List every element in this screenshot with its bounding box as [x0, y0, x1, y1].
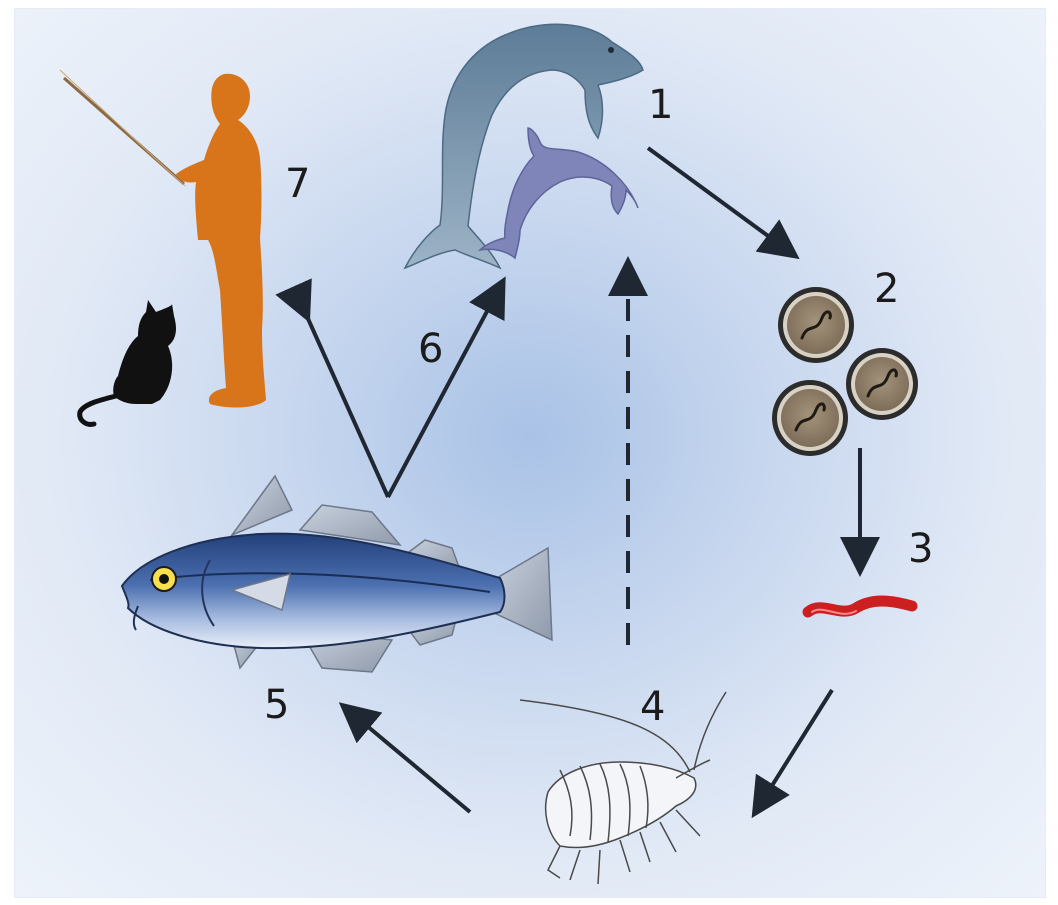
arrow-icon [348, 710, 470, 812]
dolphin-icon [405, 24, 643, 268]
arrow-icon [305, 312, 388, 497]
stage-label-2: 2 [874, 266, 899, 312]
arrows [305, 148, 860, 812]
arrow-icon [758, 690, 832, 808]
shrimp-icon [520, 692, 726, 884]
stage-label-7: 7 [285, 161, 310, 207]
stage-label-1: 1 [648, 82, 673, 128]
cat-icon [80, 300, 176, 424]
stage-label-5: 5 [264, 682, 289, 728]
larva-icon [808, 601, 912, 614]
stage-label-4: 4 [640, 684, 665, 730]
arrow-icon [648, 148, 790, 252]
egg-icon [772, 287, 918, 456]
fish-icon [122, 476, 552, 672]
stage-label-3: 3 [908, 526, 933, 572]
stage-label-6: 6 [418, 326, 443, 372]
arrow-icon [388, 287, 500, 497]
